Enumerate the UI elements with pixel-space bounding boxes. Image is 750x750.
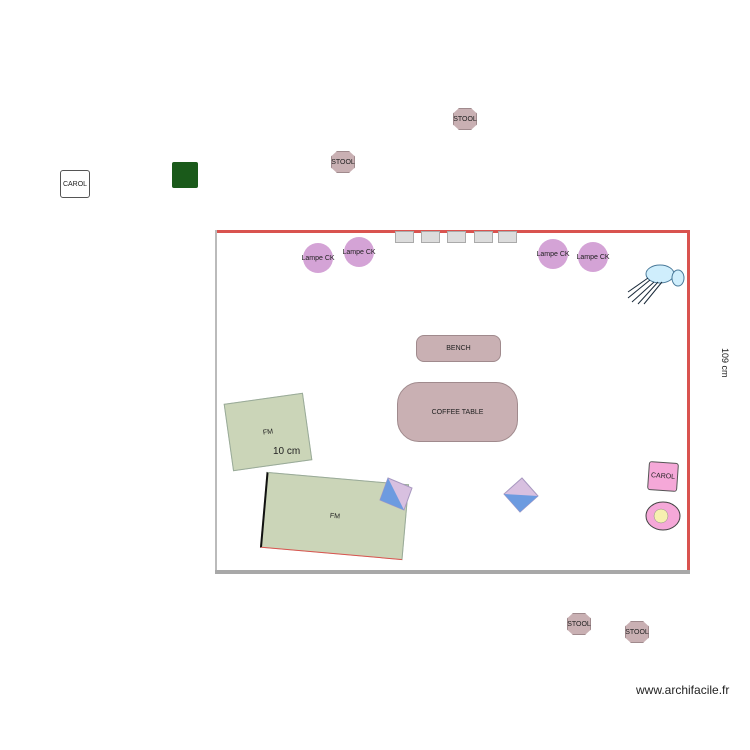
coffee-table-label: COFFEE TABLE bbox=[431, 408, 484, 416]
lamp-label: Lampe CK bbox=[536, 250, 570, 258]
pouf-icon[interactable] bbox=[644, 500, 682, 532]
lamp-3[interactable]: Lampe CK bbox=[536, 239, 570, 269]
chair-diamond-right-icon[interactable] bbox=[502, 476, 540, 514]
stool-bottom-left[interactable]: STOOL bbox=[567, 613, 591, 635]
lamp-1[interactable]: Lampe CK bbox=[301, 243, 335, 273]
stool-label: STOOL bbox=[331, 158, 355, 166]
room-wall-left bbox=[215, 230, 217, 573]
window-2[interactable] bbox=[421, 231, 440, 243]
fm-rug-small[interactable]: FM bbox=[223, 392, 313, 472]
room-wall-right bbox=[687, 230, 690, 573]
stool-top-center[interactable]: STOOL bbox=[453, 108, 477, 130]
room-wall-bottom bbox=[215, 570, 690, 574]
fm-label: FM bbox=[329, 512, 341, 520]
watermark: www.archifacile.fr bbox=[636, 683, 730, 697]
stool-top-left[interactable]: STOOL bbox=[331, 151, 355, 173]
carol-label: CAROL bbox=[650, 472, 676, 481]
dimension-side-label: 109 cm bbox=[720, 348, 730, 378]
dimension-label: 10 cm bbox=[273, 446, 301, 457]
plant-square[interactable] bbox=[172, 162, 198, 188]
carol-label: CAROL bbox=[62, 180, 88, 188]
fish-decor-icon[interactable] bbox=[624, 258, 686, 306]
window-4[interactable] bbox=[474, 231, 493, 243]
stool-label: STOOL bbox=[625, 628, 649, 636]
bench[interactable]: BENCH bbox=[416, 335, 501, 362]
stool-label: STOOL bbox=[567, 620, 591, 628]
bench-label: BENCH bbox=[446, 345, 471, 352]
lamp-2[interactable]: Lampe CK bbox=[342, 237, 376, 267]
stool-label: STOOL bbox=[453, 115, 477, 123]
window-1[interactable] bbox=[395, 231, 414, 243]
carol-box-left[interactable]: CAROL bbox=[60, 170, 90, 198]
lamp-4[interactable]: Lampe CK bbox=[576, 242, 610, 272]
lamp-label: Lampe CK bbox=[576, 253, 610, 261]
chair-diamond-left-icon[interactable] bbox=[378, 474, 416, 512]
lamp-label: Lampe CK bbox=[301, 254, 335, 262]
lamp-label: Lampe CK bbox=[342, 248, 376, 256]
window-3[interactable] bbox=[447, 231, 466, 243]
coffee-table[interactable]: COFFEE TABLE bbox=[397, 382, 518, 442]
fm-label: FM bbox=[262, 427, 274, 437]
carol-box-right[interactable]: CAROL bbox=[647, 460, 679, 493]
window-5[interactable] bbox=[498, 231, 517, 243]
stool-bottom-right[interactable]: STOOL bbox=[625, 621, 649, 643]
